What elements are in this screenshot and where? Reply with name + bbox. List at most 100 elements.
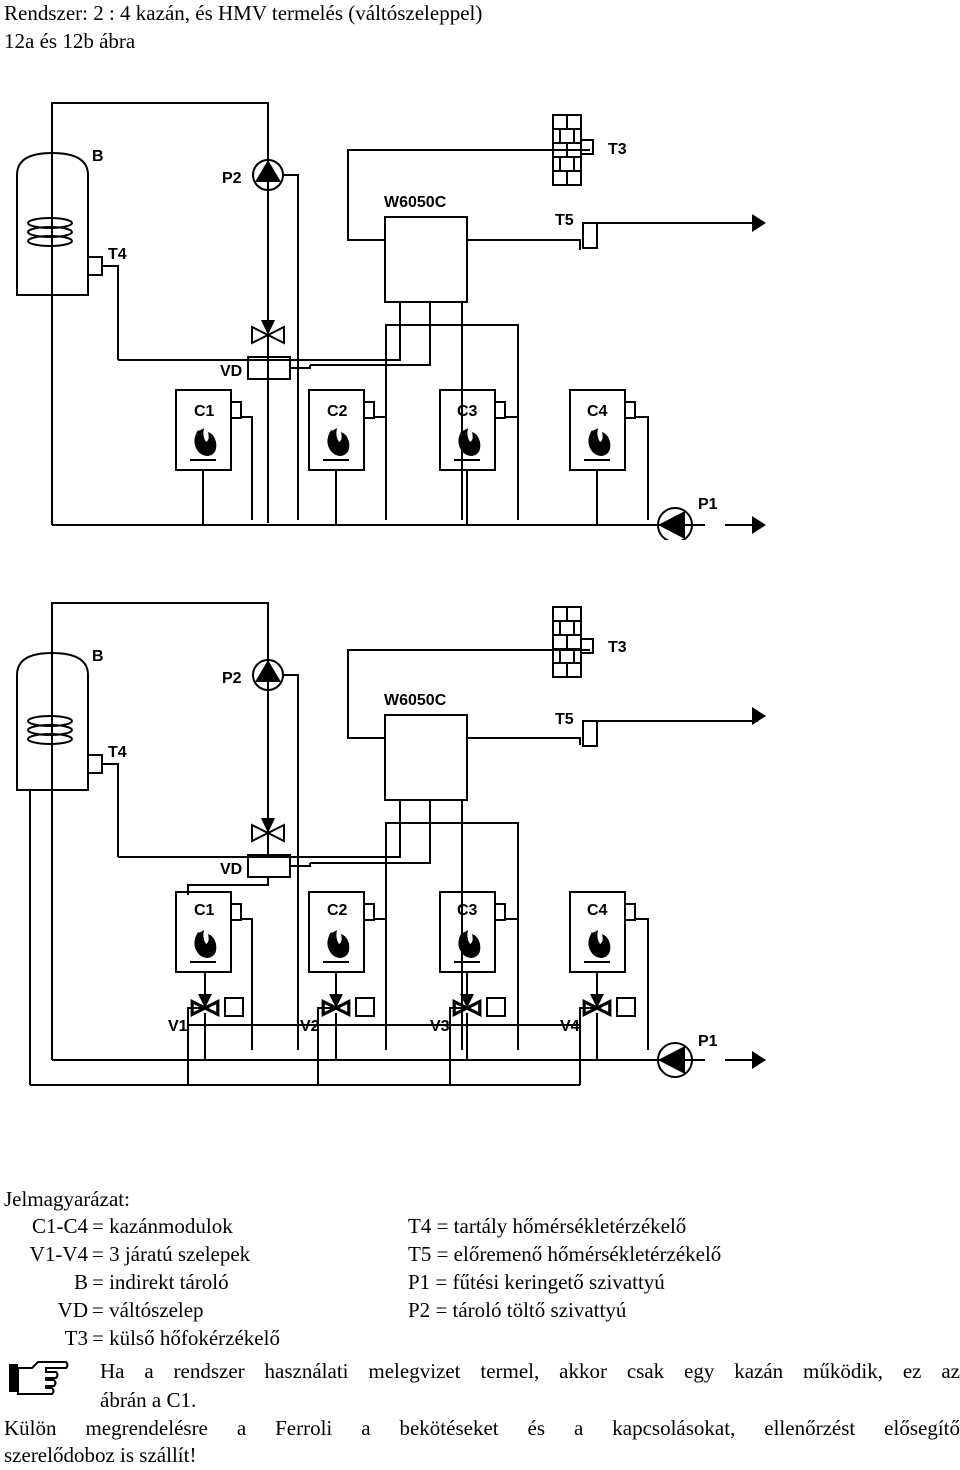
legend-left-row-2: V1-V4 = 3 járatú szelepek bbox=[0, 1241, 400, 1268]
legend-desc: = váltószelep bbox=[92, 1298, 204, 1322]
t5-sensor bbox=[582, 720, 598, 747]
t5-sensor bbox=[582, 222, 598, 249]
label-v2: V2 bbox=[300, 1018, 320, 1035]
legend-right-row-2: T5 = előremenő hőmérsékletérzékelő bbox=[408, 1241, 721, 1268]
controller-w6050c bbox=[384, 216, 468, 303]
legend-left-row-3: B = indirekt tároló bbox=[0, 1269, 400, 1296]
dhw-return-pipe bbox=[17, 789, 31, 1085]
t3-sensor bbox=[580, 638, 594, 654]
legend-desc: = előremenő hőmérsékletérzékelő bbox=[436, 1242, 722, 1266]
label-vd: VD bbox=[220, 861, 242, 878]
valve-v2 bbox=[317, 972, 375, 1060]
label-w6050c: W6050C bbox=[384, 194, 447, 211]
label-v3: V3 bbox=[430, 1018, 450, 1035]
vd-controller-wire bbox=[310, 800, 431, 864]
pipe-loop bbox=[51, 102, 269, 525]
t5-wire bbox=[467, 737, 581, 745]
t4-wire bbox=[102, 265, 119, 360]
legend-desc: = indirekt tároló bbox=[92, 1270, 229, 1294]
legend-code: P1 bbox=[408, 1270, 431, 1294]
legend-desc: = külső hőfokérzékelő bbox=[92, 1326, 280, 1350]
legend-title: Jelmagyarázat: bbox=[4, 1187, 130, 1211]
tank-b bbox=[16, 651, 89, 791]
vd-to-c1-pipe bbox=[187, 877, 269, 895]
legend-code: T5 bbox=[408, 1242, 432, 1266]
c2-control-wire bbox=[385, 800, 463, 1050]
label-b: B bbox=[92, 148, 104, 165]
flow-arrow-icon bbox=[752, 707, 766, 725]
t4-sensor bbox=[87, 256, 103, 276]
boiler-c3 bbox=[439, 891, 506, 973]
page-title: Rendszer: 2 : 4 kazán, és HMV termelés (… bbox=[4, 1, 483, 25]
label-w6050c: W6050C bbox=[384, 692, 447, 709]
p2-wire bbox=[283, 674, 299, 895]
label-p1: P1 bbox=[698, 496, 718, 513]
t3-wire bbox=[347, 149, 590, 241]
legend-left-row-5: T3 = külső hőfokérzékelő bbox=[0, 1325, 400, 1352]
legend-code: T4 bbox=[408, 1214, 432, 1238]
coil-icon bbox=[27, 217, 73, 247]
p2-pump-icon bbox=[255, 660, 281, 682]
legend-desc: = tartály hőmérsékletérzékelő bbox=[436, 1214, 687, 1238]
legend-left-row-1: C1-C4 = kazánmodulok bbox=[0, 1213, 400, 1240]
label-c3: C3 bbox=[457, 403, 478, 420]
t5-wire bbox=[467, 239, 581, 250]
boiler-c2 bbox=[308, 389, 375, 471]
vd-wire bbox=[290, 365, 311, 369]
legend-code: VD bbox=[57, 1298, 88, 1322]
legend-left-row-4: VD = váltószelep bbox=[0, 1297, 400, 1324]
chimney-icon bbox=[552, 606, 582, 678]
p1-pump-icon bbox=[658, 511, 685, 539]
p2-wire bbox=[283, 174, 299, 520]
valve-v1 bbox=[187, 972, 244, 1060]
label-c4: C4 bbox=[587, 902, 608, 919]
vd-valve-icon bbox=[251, 823, 285, 843]
legend-desc: = 3 járatú szelepek bbox=[92, 1242, 251, 1266]
c2-control-wire bbox=[385, 302, 463, 520]
legend-desc: = kazánmodulok bbox=[92, 1214, 233, 1238]
footer-line-2: szerelődoboz is szállít! bbox=[4, 1443, 197, 1467]
valve-v4 bbox=[579, 972, 636, 1060]
label-t4: T4 bbox=[108, 744, 127, 761]
footer-line-1: Külön megrendelésre a Ferroli a bekötése… bbox=[4, 1416, 960, 1440]
flow-arrow-icon bbox=[752, 1051, 766, 1069]
boiler-control-wires bbox=[241, 416, 649, 520]
pipe-loop bbox=[51, 602, 269, 1060]
label-c2: C2 bbox=[327, 902, 348, 919]
label-t4: T4 bbox=[108, 246, 127, 263]
t4-wire bbox=[102, 763, 119, 857]
label-b: B bbox=[92, 648, 104, 665]
vd-actuator bbox=[247, 854, 291, 878]
label-t5: T5 bbox=[555, 711, 574, 728]
boiler-c4 bbox=[569, 389, 636, 471]
label-c3: C3 bbox=[457, 902, 478, 919]
t3-wire bbox=[347, 649, 590, 739]
figure-caption: 12a és 12b ábra bbox=[4, 29, 136, 53]
legend-code: T3 bbox=[64, 1326, 88, 1350]
flow-arrow-icon bbox=[752, 214, 766, 232]
label-p2: P2 bbox=[222, 170, 242, 187]
label-c1: C1 bbox=[194, 403, 215, 420]
coil-icon bbox=[27, 715, 73, 745]
boiler-pipes bbox=[202, 470, 598, 525]
t3-sensor bbox=[580, 139, 594, 155]
legend-right-row-4: P2 = tároló töltő szivattyú bbox=[408, 1297, 626, 1324]
t4-controller-wire bbox=[118, 302, 401, 361]
label-c1: C1 bbox=[194, 902, 215, 919]
vd-controller-wire bbox=[310, 302, 431, 366]
vd-wire bbox=[290, 863, 311, 867]
note-line-1: Ha a rendszer használati melegvizet term… bbox=[100, 1359, 960, 1383]
legend-code: C1-C4 bbox=[31, 1214, 88, 1238]
t4-controller-wire bbox=[118, 800, 401, 858]
label-t3: T3 bbox=[608, 141, 627, 158]
p1-pump-icon bbox=[658, 1046, 685, 1074]
label-vd: VD bbox=[220, 363, 242, 380]
boiler-c1 bbox=[175, 389, 242, 471]
boiler-c1 bbox=[175, 891, 242, 973]
label-v4: V4 bbox=[560, 1018, 580, 1035]
c4-control-wire bbox=[462, 822, 519, 1050]
label-c4: C4 bbox=[587, 403, 608, 420]
legend-code: B bbox=[73, 1270, 88, 1294]
legend-code: P2 bbox=[408, 1298, 431, 1322]
label-t5: T5 bbox=[555, 212, 574, 229]
